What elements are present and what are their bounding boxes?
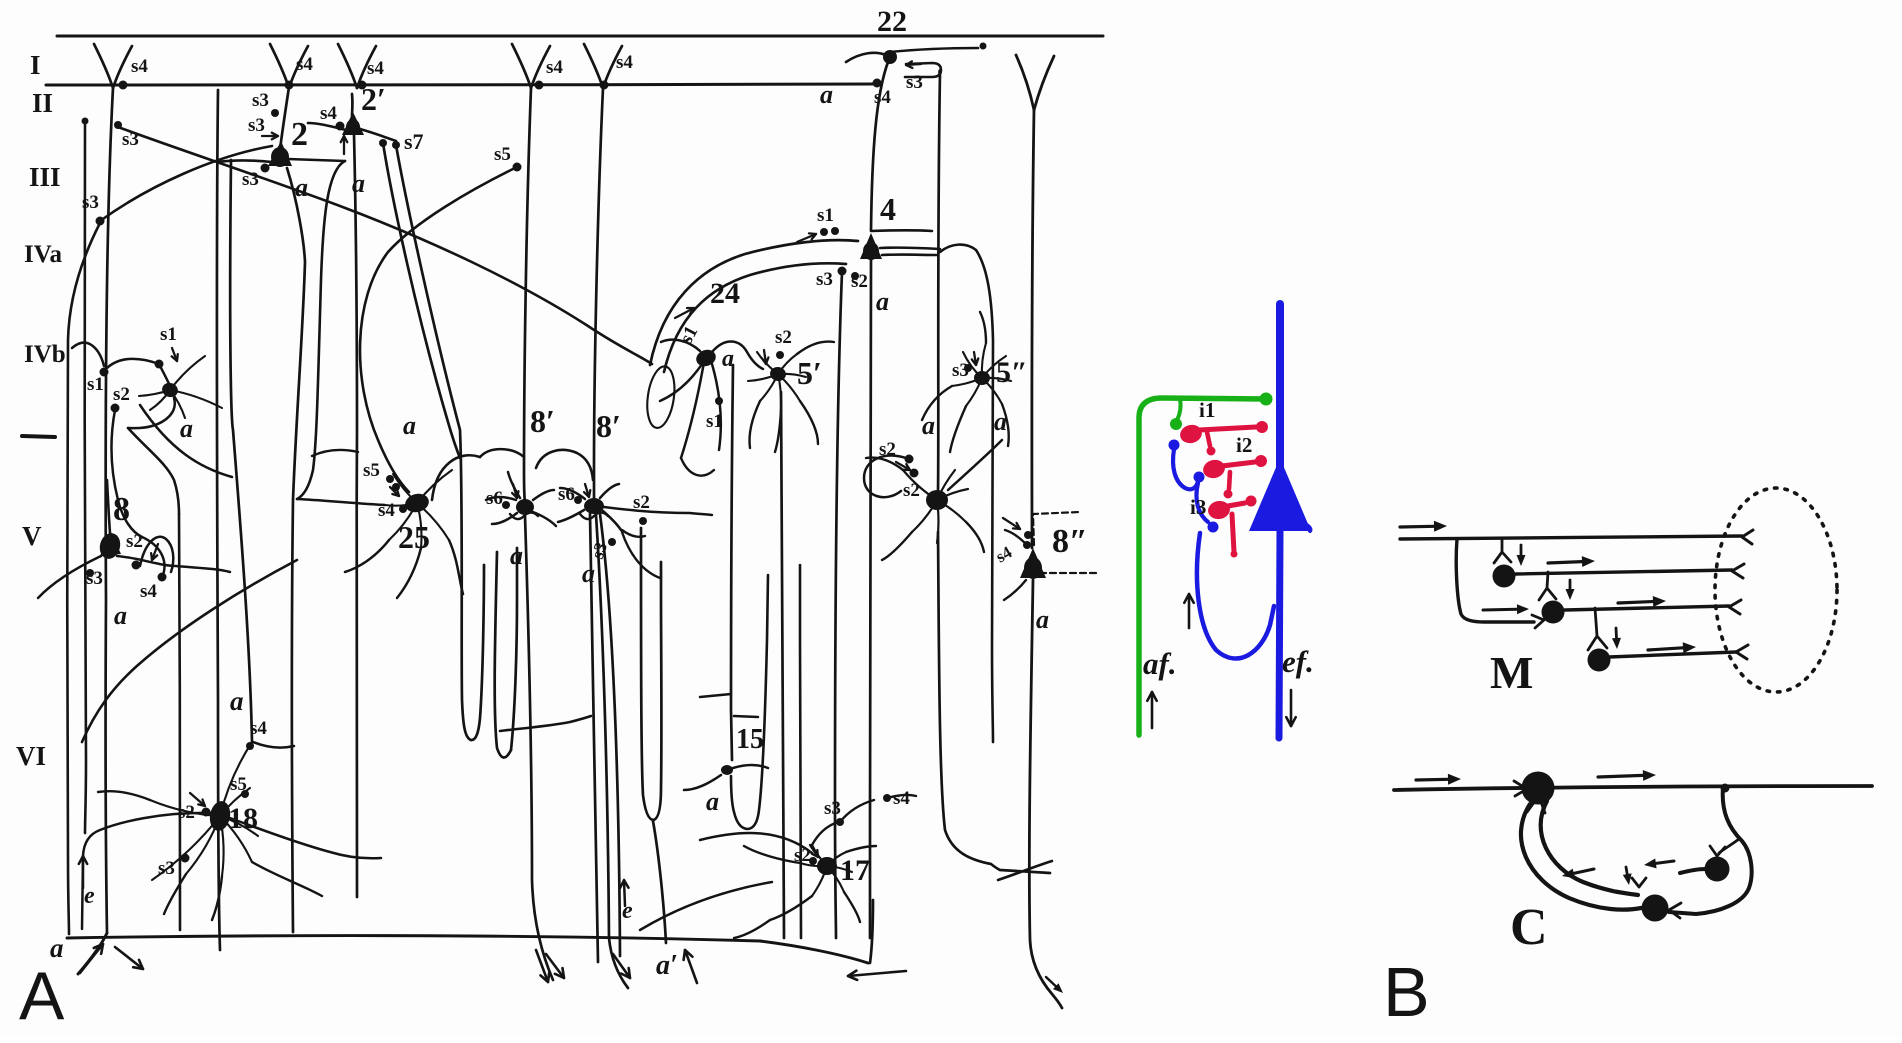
svg-text:IVa: IVa: [24, 241, 62, 268]
svg-text:a: a: [295, 173, 308, 202]
svg-text:I: I: [30, 50, 41, 80]
svg-text:s3: s3: [587, 539, 611, 561]
svg-text:25: 25: [398, 519, 430, 555]
svg-text:s5: s5: [230, 774, 247, 795]
svg-text:s2: s2: [633, 492, 650, 513]
svg-text:2: 2: [291, 116, 308, 153]
svg-text:s3: s3: [248, 115, 265, 136]
svg-text:s4: s4: [616, 52, 633, 73]
svg-text:s1: s1: [160, 324, 177, 345]
svg-text:s4: s4: [367, 58, 384, 79]
svg-text:i2: i2: [1236, 433, 1252, 457]
svg-text:VI: VI: [16, 741, 46, 771]
svg-text:V: V: [22, 521, 42, 551]
svg-text:s4: s4: [131, 56, 148, 77]
svg-text:s4: s4: [140, 581, 157, 602]
svg-text:III: III: [29, 162, 61, 192]
svg-text:15: 15: [736, 724, 764, 755]
svg-text:a: a: [403, 411, 416, 440]
svg-text:e: e: [84, 883, 95, 909]
svg-text:s3: s3: [252, 90, 269, 111]
svg-text:s4: s4: [546, 57, 563, 78]
svg-text:C: C: [1510, 899, 1548, 956]
svg-text:i3: i3: [1190, 495, 1206, 519]
svg-text:s1: s1: [706, 411, 723, 432]
svg-text:a: a: [876, 287, 889, 316]
svg-text:a′: a′: [656, 950, 678, 981]
svg-text:8′: 8′: [530, 403, 555, 439]
svg-text:s2: s2: [113, 384, 130, 405]
svg-text:s4: s4: [320, 103, 337, 124]
svg-text:a: a: [994, 407, 1007, 436]
svg-text:s3: s3: [816, 269, 833, 290]
svg-text:a: a: [820, 80, 833, 109]
svg-text:a: a: [510, 541, 523, 570]
svg-text:IVb: IVb: [24, 341, 66, 368]
svg-text:22: 22: [877, 5, 907, 38]
svg-text:s1: s1: [87, 374, 104, 395]
svg-text:s5: s5: [363, 460, 380, 481]
svg-text:a: a: [1036, 605, 1049, 634]
svg-text:2′: 2′: [361, 81, 386, 117]
svg-text:A: A: [19, 958, 65, 1034]
svg-text:a: a: [706, 787, 719, 816]
svg-text:s1: s1: [817, 205, 834, 226]
svg-text:s4: s4: [874, 87, 891, 108]
svg-text:4: 4: [880, 191, 896, 227]
svg-text:s2: s2: [794, 845, 811, 866]
svg-text:s3: s3: [824, 798, 841, 819]
svg-text:i1: i1: [1199, 398, 1215, 422]
svg-text:s3: s3: [906, 72, 923, 93]
svg-text:s6: s6: [486, 488, 503, 509]
svg-text:s2: s2: [775, 327, 792, 348]
svg-text:a: a: [114, 601, 127, 630]
svg-text:s2: s2: [126, 531, 143, 552]
svg-text:s3: s3: [82, 192, 99, 213]
svg-text:e: e: [622, 898, 633, 924]
svg-text:8: 8: [113, 491, 130, 528]
svg-text:a: a: [230, 686, 244, 716]
svg-text:a: a: [180, 414, 193, 443]
svg-text:5″: 5″: [996, 356, 1028, 389]
svg-text:24: 24: [710, 277, 740, 310]
svg-text:B: B: [1383, 953, 1430, 1031]
svg-text:s3: s3: [952, 360, 969, 381]
svg-text:5′: 5′: [797, 355, 822, 391]
svg-text:8″: 8″: [1052, 523, 1088, 560]
svg-text:M: M: [1490, 647, 1533, 698]
svg-text:17: 17: [840, 854, 870, 887]
svg-text:II: II: [32, 88, 53, 118]
svg-text:ef.: ef.: [1282, 644, 1314, 679]
svg-text:8′: 8′: [596, 408, 621, 444]
svg-text:a: a: [922, 411, 935, 440]
svg-text:s4: s4: [250, 718, 267, 739]
svg-text:a: a: [722, 346, 734, 372]
svg-text:s6: s6: [558, 484, 575, 505]
svg-text:s4: s4: [378, 500, 395, 521]
svg-text:af.: af.: [1143, 646, 1177, 681]
svg-text:s7: s7: [404, 129, 424, 154]
svg-text:a: a: [352, 169, 365, 198]
svg-text:s3: s3: [158, 858, 175, 879]
svg-text:s2: s2: [903, 480, 920, 501]
svg-text:a: a: [50, 933, 64, 963]
svg-text:s4: s4: [296, 54, 313, 75]
svg-text:a: a: [582, 559, 595, 588]
svg-text:s4: s4: [893, 788, 910, 809]
svg-text:s5: s5: [494, 144, 511, 165]
